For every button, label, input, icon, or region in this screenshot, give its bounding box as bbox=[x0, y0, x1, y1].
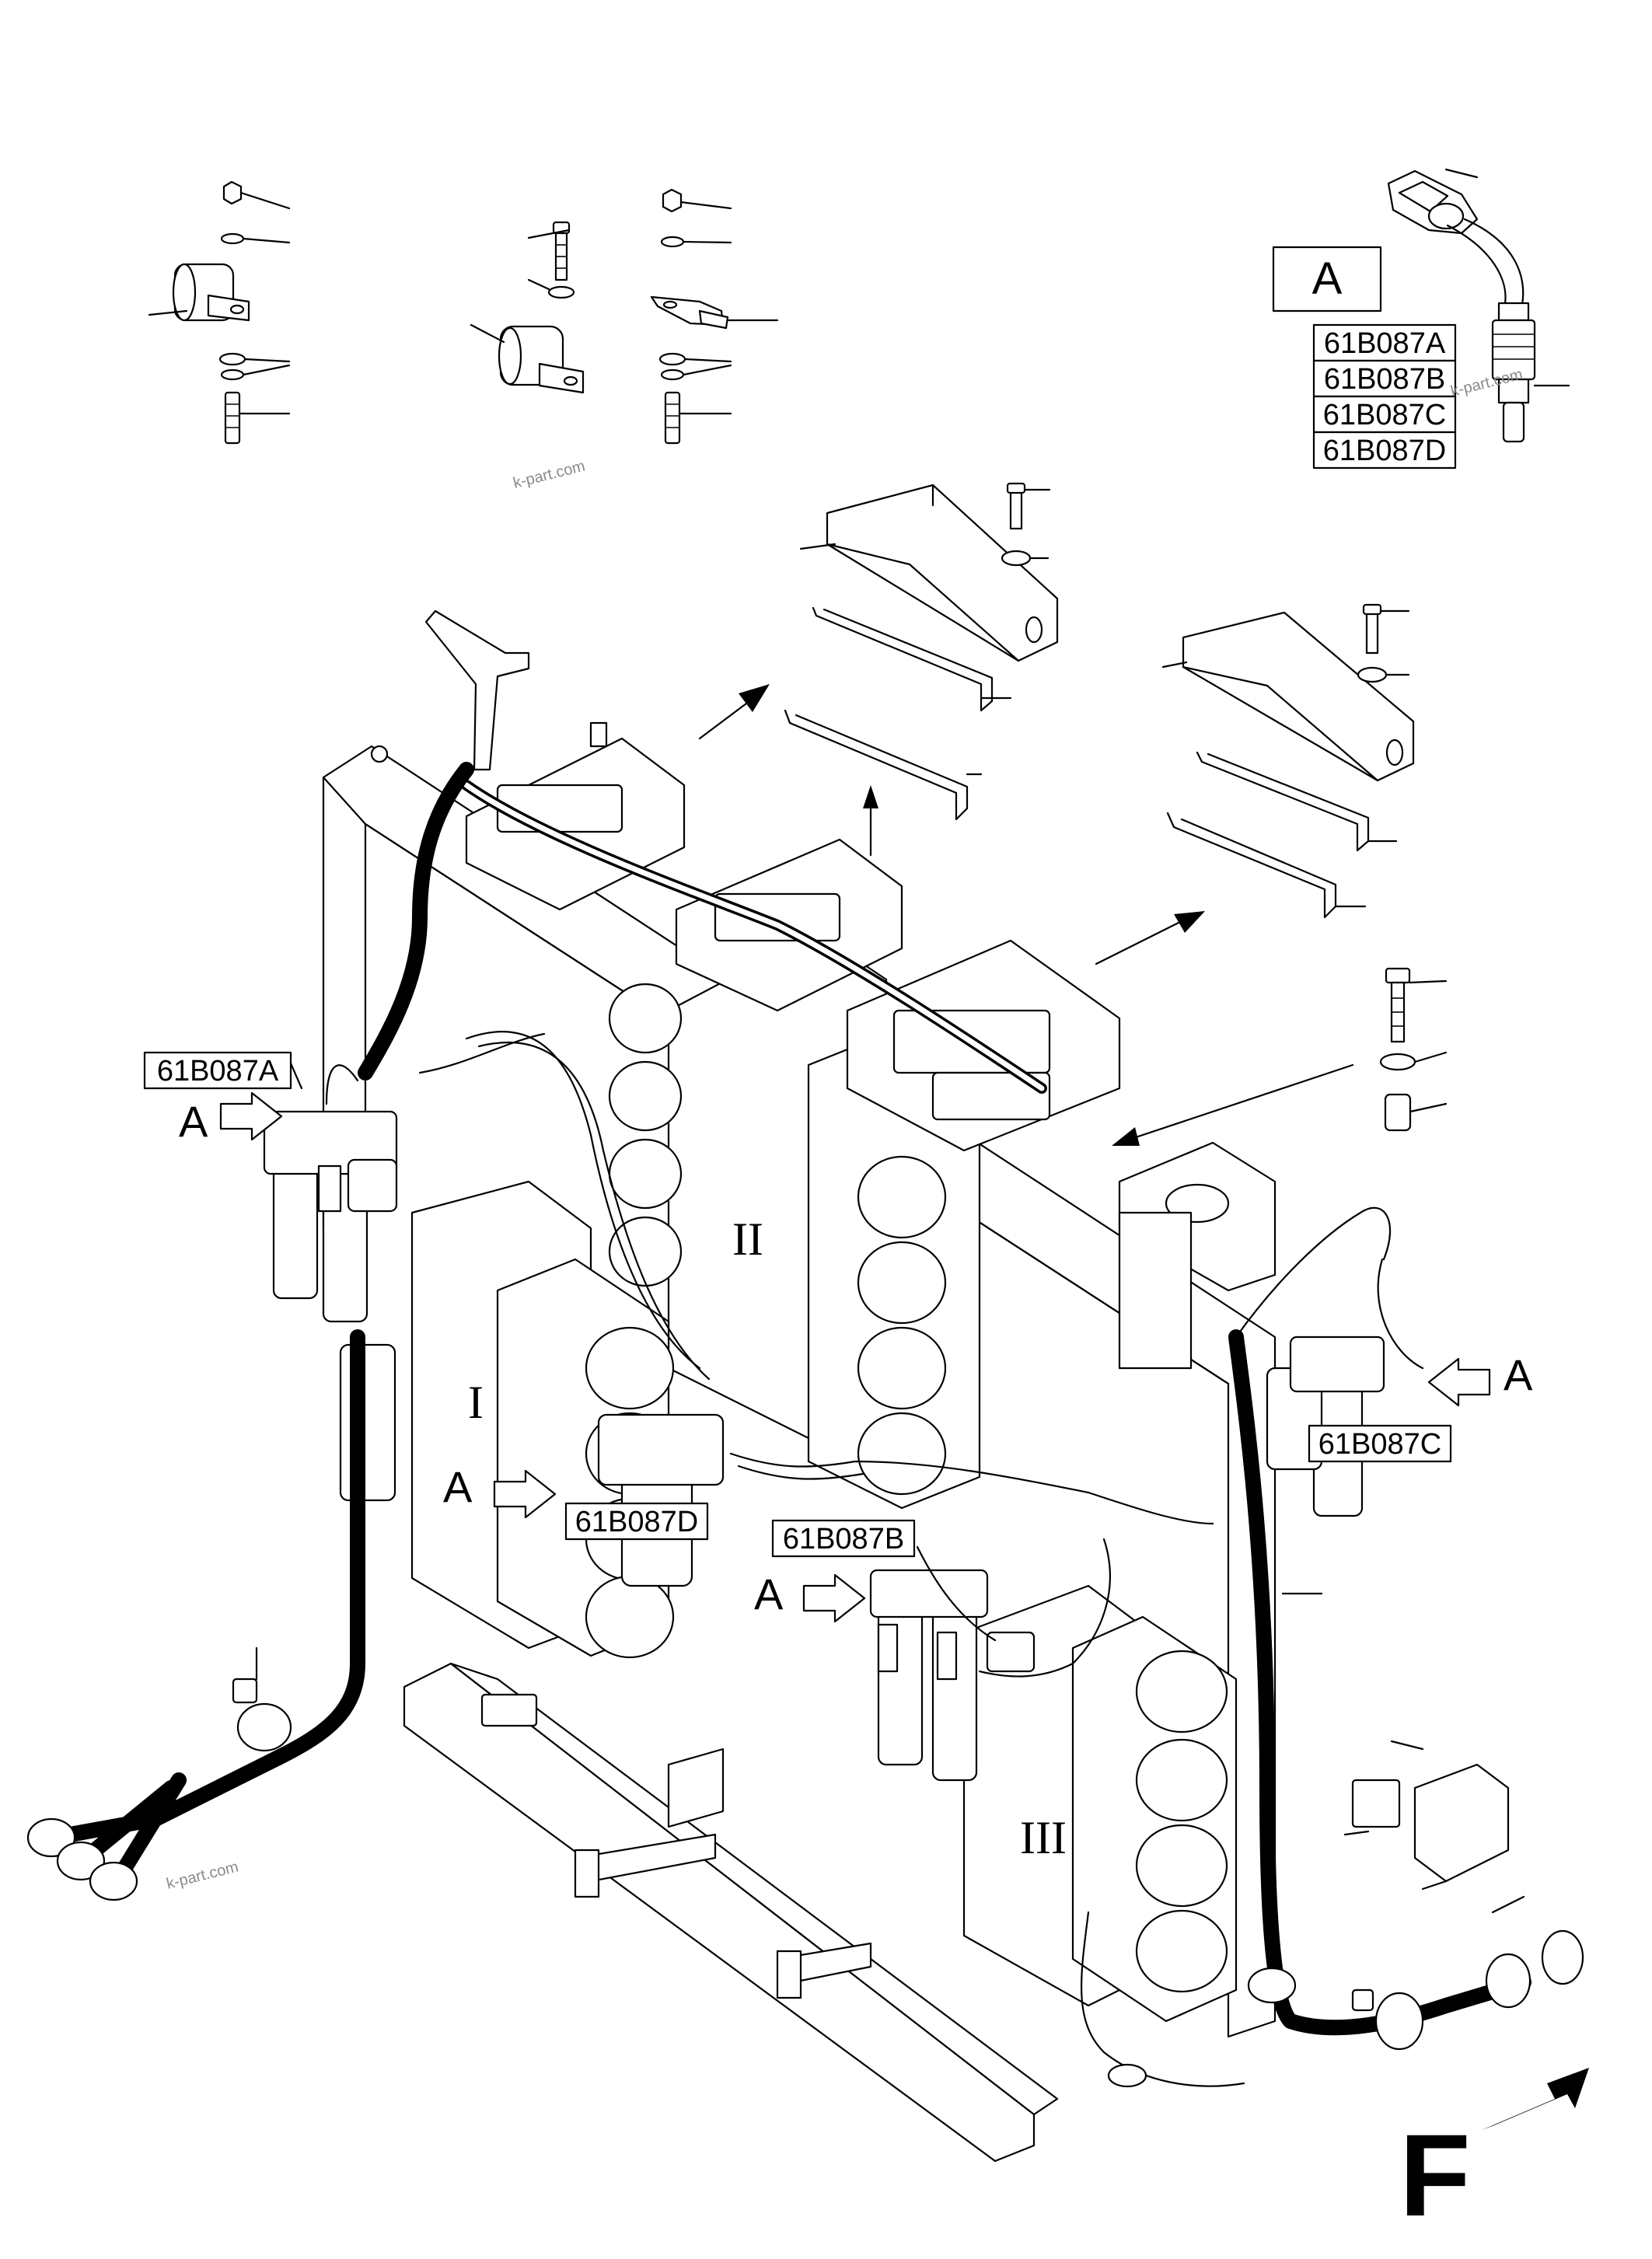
detail-part-number-1: 61B087A bbox=[1324, 327, 1446, 360]
pointer-label-a-right: A bbox=[1504, 1350, 1533, 1399]
section-1-label: I bbox=[468, 1377, 484, 1428]
pointer-arrow-a-lower bbox=[802, 1573, 866, 1623]
direction-letter: F bbox=[1399, 2110, 1471, 2240]
detail-part-number-4: 61B087D bbox=[1323, 435, 1446, 467]
detail-a-group: A 61B087A 61B087B 61B087C 61B087D bbox=[1272, 168, 1570, 470]
handle bbox=[424, 609, 530, 771]
left-hose-lower bbox=[148, 1329, 365, 1827]
direction-arrows bbox=[698, 684, 1354, 1146]
filter-left bbox=[263, 1110, 398, 1502]
left-hose-clamp bbox=[232, 1646, 292, 1752]
clamp-assembly-2 bbox=[470, 221, 585, 394]
clamp-assembly-1 bbox=[148, 180, 291, 445]
small-cover bbox=[1343, 1740, 1525, 1914]
pointer-label-a-mid: A bbox=[443, 1462, 473, 1511]
tubes bbox=[325, 1031, 1424, 2088]
callout-label-a: 61B087A bbox=[157, 1055, 279, 1088]
detail-a-letter: A bbox=[1312, 253, 1343, 304]
bolt-spacer bbox=[1379, 967, 1448, 1132]
strap-2 bbox=[1166, 751, 1398, 919]
main-valve-frame bbox=[322, 745, 1277, 2038]
direction-marker: F bbox=[1399, 2068, 1589, 2240]
left-hose-upper bbox=[358, 762, 474, 1081]
detail-part-box-4 bbox=[1312, 431, 1457, 470]
detail-a-box bbox=[1272, 246, 1382, 312]
pointer-arrow-a-mid bbox=[493, 1469, 557, 1519]
pressure-sensor bbox=[1387, 168, 1570, 443]
callout-61b087a: 61B087A bbox=[143, 1051, 303, 1090]
section-2-cylinders bbox=[608, 983, 947, 1496]
callout-label-d: 61B087D bbox=[575, 1506, 698, 1538]
pointer-label-a-left: A bbox=[179, 1097, 208, 1146]
section-2-label: II bbox=[732, 1213, 763, 1265]
pointer-arrow-a-left bbox=[219, 1091, 283, 1141]
mounting-rail bbox=[403, 1662, 1059, 2163]
cover-2 bbox=[1161, 603, 1415, 782]
callout-label-c: 61B087C bbox=[1318, 1428, 1441, 1461]
callout-61b087c: 61B087C bbox=[1308, 1424, 1452, 1463]
callout-61b087b: 61B087B bbox=[771, 1519, 916, 1558]
detail-part-number-2: 61B087B bbox=[1324, 363, 1445, 396]
valve-section-2: II bbox=[608, 931, 981, 1510]
detail-part-box-1 bbox=[1312, 323, 1457, 362]
cover-1 bbox=[799, 482, 1059, 662]
right-hose bbox=[1228, 1329, 1532, 2036]
pointer-label-a-lower: A bbox=[754, 1569, 784, 1618]
section-3-label: III bbox=[1020, 1812, 1067, 1863]
detail-part-box-3 bbox=[1312, 395, 1457, 434]
strap-1 bbox=[784, 606, 1012, 821]
right-hose-clamps bbox=[1247, 1592, 1584, 2051]
left-hose-fittings bbox=[26, 1772, 187, 1901]
bracket-assembly bbox=[650, 188, 779, 445]
callout-61b087d: 61B087D bbox=[564, 1502, 709, 1541]
watermark-1: k-part.com bbox=[512, 458, 587, 492]
watermark-3: k-part.com bbox=[165, 1859, 240, 1893]
detail-part-number-3: 61B087C bbox=[1323, 399, 1446, 431]
valve-section-3: III bbox=[962, 1584, 1238, 2023]
callout-label-b: 61B087B bbox=[783, 1523, 904, 1555]
filter-middle bbox=[869, 1569, 1036, 1782]
pointer-arrow-a-right bbox=[1427, 1357, 1491, 1407]
